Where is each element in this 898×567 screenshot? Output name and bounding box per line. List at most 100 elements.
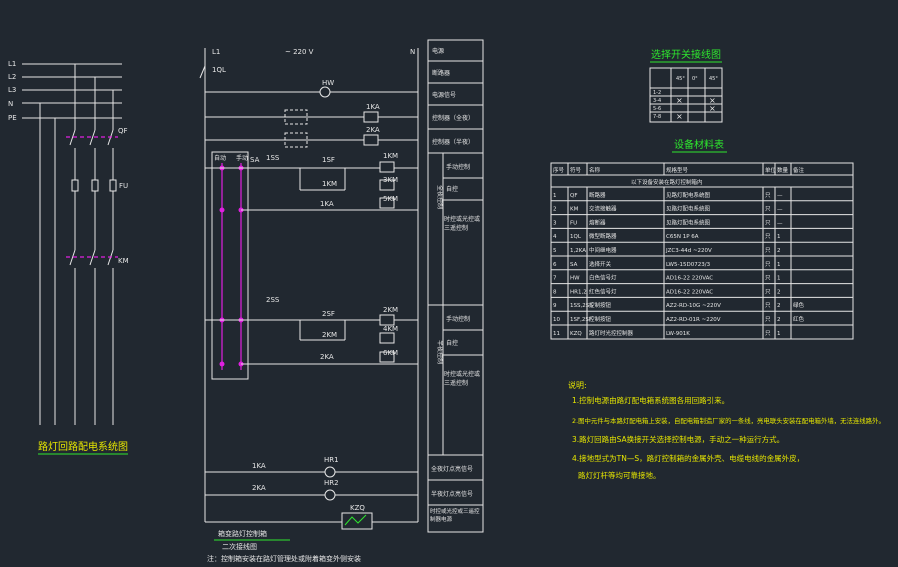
material-cell-4-2: 中间继电器 [589, 246, 617, 254]
material-cell-7-0: 8 [553, 289, 557, 295]
bottom-caption-a: 箱变路灯控制箱 [218, 529, 267, 538]
material-cell-0-2: 断路器 [589, 191, 606, 199]
ss1-label: 1SS [266, 154, 280, 162]
material-cell-1-4: 只 [765, 206, 771, 213]
material-cell-7-2: 红色信号灯 [589, 287, 617, 295]
switch-row-2-pos: 5-6 [653, 106, 661, 112]
km4-label: 4KM [383, 325, 398, 333]
switch-diagram: 选择开关接线图 45° 0° 45° 1-2 3-4 5-6 7-8 × × ×… [649, 48, 723, 123]
note-5: 路灯灯杆等均可靠接地。 [578, 470, 661, 480]
material-table-title: 设备材料表 [674, 138, 724, 151]
material-cell-1-1: KM [570, 207, 579, 213]
note-2: 2.图中元件与本路灯配电箱上安装，自配电箱制造厂家的一条线，亮电联头安装在配电箱… [572, 416, 885, 425]
switch-header-3: 45° [709, 76, 718, 82]
material-cell-3-1: 1QL [570, 234, 582, 240]
switch-mark-1-0: × [676, 96, 683, 105]
material-cell-9-0: 10 [553, 317, 560, 323]
material-cell-9-4: 只 [765, 316, 771, 323]
l1-label: L1 [212, 48, 220, 56]
material-cell-3-4: 只 [765, 233, 771, 240]
material-cell-6-2: 白色信号灯 [589, 274, 617, 282]
material-cell-2-0: 3 [553, 220, 557, 226]
material-cell-10-0: 11 [553, 331, 560, 337]
material-cell-4-5: 2 [777, 248, 781, 254]
material-cell-5-1: SA [570, 262, 578, 268]
notes: 说明: 1.控制电源由路灯配电箱系统图各用回路引来。 2.图中元件与本路灯配电箱… [568, 380, 885, 480]
system-diagram: L1 L2 L3 N PE [8, 60, 129, 455]
ka2-coil [363, 134, 379, 146]
material-header-3: 规格型号 [666, 166, 689, 174]
material-cell-10-4: 只 [765, 330, 771, 337]
hr1-label: HR1 [324, 456, 339, 464]
material-cell-5-2: 选择开关 [589, 260, 612, 268]
km3-label: 3KM [383, 176, 398, 184]
material-cell-9-6: 红色 [793, 315, 805, 323]
switch-mark-3-0: × [676, 112, 683, 121]
right-label-3: 控制器（全夜） [432, 114, 474, 122]
material-cell-2-1: FU [570, 220, 577, 226]
right-label-7: 时控或光控或三遥控制 [444, 216, 481, 232]
sa-label: SA [250, 156, 260, 164]
material-cell-6-5: 1 [777, 276, 781, 282]
material-cell-7-1: HR1,2 [570, 289, 587, 295]
material-cell-1-0: 2 [553, 207, 557, 213]
n-label: N [410, 48, 415, 56]
hr1-lamp-icon [324, 466, 336, 478]
material-cell-3-0: 4 [553, 234, 557, 240]
half-night-label: 半夜控制 [436, 340, 444, 364]
right-label-9: 自控 [446, 339, 458, 347]
function-label-strip [427, 39, 484, 533]
material-cell-1-2: 交流接触器 [589, 205, 617, 213]
material-cell-10-5: 1 [777, 331, 781, 337]
material-cell-8-4: 只 [765, 302, 771, 309]
material-cell-8-5: 2 [777, 303, 781, 309]
material-cell-2-5: — [777, 220, 783, 226]
material-cell-5-4: 只 [765, 261, 771, 268]
right-label-11: 全夜灯点亮信号 [431, 465, 473, 473]
kzq-controller-icon [341, 512, 373, 530]
right-label-2: 电源信号 [432, 91, 456, 99]
bottom-caption-b: 二次接线图 [222, 542, 257, 551]
km1-label: 1KM [383, 152, 398, 160]
ka1c-label: 1KA [252, 462, 266, 470]
material-table-grid [551, 163, 853, 339]
material-cell-5-3: LW5-15D0723/3 [666, 262, 711, 268]
ql-label: 1QL [212, 66, 226, 74]
material-cell-7-3: AD16-22 220VAC [666, 289, 713, 295]
right-label-4: 控制器（半夜） [432, 138, 474, 146]
sf2-label: 2SF [322, 310, 335, 318]
material-cell-6-0: 7 [553, 276, 557, 282]
phase-label-n: N [8, 100, 13, 108]
sa-manual-label: 手动 [236, 154, 248, 162]
phase-label-l3: L3 [8, 86, 16, 94]
kzq-label: KZQ [350, 504, 365, 512]
material-cell-4-3: JZC3-44d ~220V [665, 248, 712, 254]
material-cell-7-4: 只 [765, 288, 771, 295]
switch-mark-2-2: × [709, 104, 716, 113]
material-cell-4-1: 1,2KA [570, 248, 586, 254]
material-cell-9-2: 控制按钮 [589, 315, 612, 323]
material-cell-8-0: 9 [553, 303, 557, 309]
right-label-5: 手动控制 [446, 163, 470, 171]
note-1: 1.控制电源由路灯配电箱系统图各用回路引来。 [572, 395, 729, 405]
material-cell-5-0: 6 [553, 262, 557, 268]
right-label-10: 时控或光控或三遥控制 [444, 371, 481, 387]
system-title: 路灯回路配电系统图 [38, 440, 128, 453]
phase-label-l1: L1 [8, 60, 16, 68]
material-cell-0-5: — [777, 193, 783, 199]
switch-row-0-pos: 1-2 [653, 90, 661, 96]
full-night-label: 全夜控制 [436, 185, 444, 209]
right-label-13: 时控或光控或三遥控制器电源 [430, 509, 480, 523]
material-header-2: 名称 [589, 166, 601, 174]
hw-lamp-icon [319, 86, 331, 98]
material-cell-0-1: QF [570, 193, 578, 199]
material-cell-0-0: 1 [553, 193, 557, 199]
material-header-6: 备注 [793, 166, 805, 174]
right-label-1: 断路器 [432, 69, 450, 77]
km5-label: 5KM [383, 195, 398, 203]
material-cell-1-3: 见路灯配电系统图 [666, 205, 711, 213]
ka2-label: 2KA [366, 126, 380, 134]
material-cell-9-1: 1SF,2SF [570, 317, 592, 323]
